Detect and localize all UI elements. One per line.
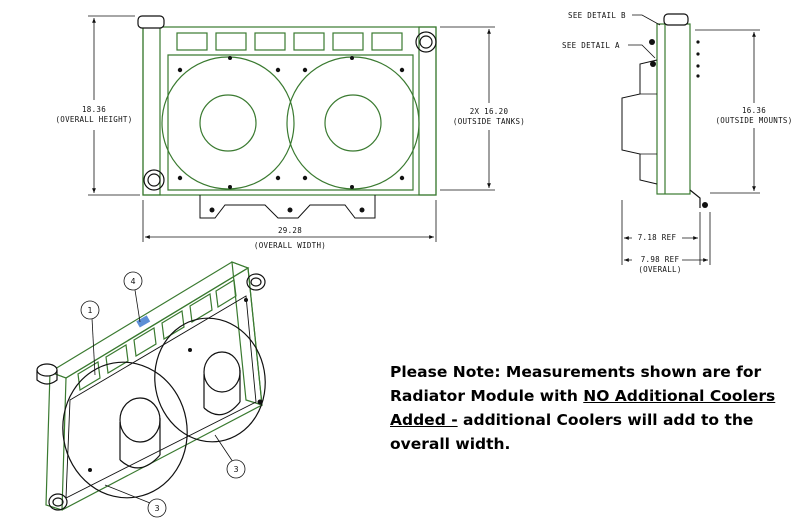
width-label: (OVERALL WIDTH) <box>254 241 326 250</box>
height-value: 18.36 <box>82 105 106 114</box>
iso-view-callouts <box>80 271 246 518</box>
note-text-underlined: NO Additional Coolers Added - <box>390 387 776 429</box>
callout-4: 4 <box>130 277 135 286</box>
side-view-bolts <box>649 39 700 78</box>
measurement-note: Please Note: Measurements shown are for … <box>390 360 790 456</box>
side-view-dimension-text: SEE DETAIL B SEE DETAIL A 16.36 (OUTSIDE… <box>562 11 792 274</box>
front-view-dimension-text: 18.36 (OVERALL HEIGHT) 2X 16.20 (OUTSIDE… <box>55 105 525 250</box>
callout-3-bottom: 3 <box>154 504 159 513</box>
ref-dimension-2-label: (OVERALL) <box>638 265 681 274</box>
front-view-dimensions <box>88 15 495 242</box>
height-label: (OVERALL HEIGHT) <box>55 115 132 124</box>
width-value: 29.28 <box>278 226 302 235</box>
side-view <box>621 13 708 208</box>
tanks-value: 2X 16.20 <box>470 107 509 116</box>
note-text-end: additional Coolers will add to the overa… <box>390 411 754 453</box>
side-view-dimensions <box>621 14 760 265</box>
iso-view-accents <box>88 298 263 472</box>
iso-view-callout-text: 1 4 3 3 <box>87 277 238 513</box>
see-detail-a: SEE DETAIL A <box>562 41 620 50</box>
see-detail-b: SEE DETAIL B <box>568 11 626 20</box>
note-text-start: Please Note: Measurements shown are for … <box>390 363 762 405</box>
ref-dimension-1: 7.18 REF <box>638 233 677 242</box>
front-view <box>137 15 437 219</box>
mounts-label: (OUTSIDE MOUNTS) <box>715 116 792 125</box>
front-view-bolts <box>177 56 405 213</box>
callout-1: 1 <box>87 306 92 315</box>
mounts-value: 16.36 <box>742 106 766 115</box>
iso-view <box>36 261 266 511</box>
tanks-label: (OUTSIDE TANKS) <box>453 117 525 126</box>
ref-dimension-2-value: 7.98 REF <box>641 255 680 264</box>
callout-3-right: 3 <box>233 465 238 474</box>
